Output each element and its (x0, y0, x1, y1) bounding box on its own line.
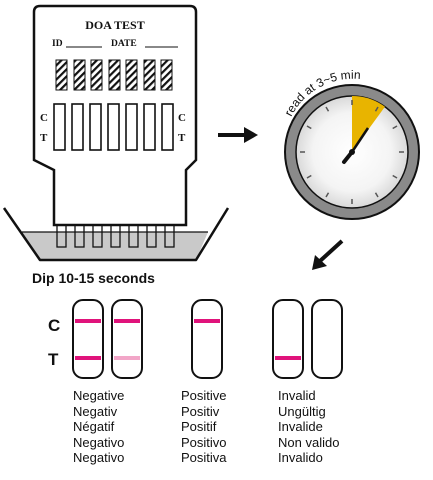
clock-center (349, 149, 355, 155)
result-window (53, 103, 66, 151)
clock-tick (374, 106, 379, 112)
hatched-tab (160, 59, 173, 91)
result-strip-positive (191, 299, 223, 379)
device-c-left: C (40, 112, 48, 124)
dipped-strip (164, 224, 175, 248)
dipped-strips (56, 224, 175, 248)
clock-hand (350, 127, 370, 153)
hatched-tab (143, 59, 156, 91)
dipped-strip (56, 224, 67, 248)
arrow-down-left-icon (312, 239, 344, 270)
test-device: DOA TEST ID DATE (32, 4, 198, 227)
negative-caption: Negative Negativ Négatif Negativo Negati… (73, 388, 124, 466)
dip-liquid (22, 232, 208, 260)
result-window (89, 103, 102, 151)
caption-line: Positif (181, 419, 217, 435)
device-date-label: DATE (111, 39, 137, 49)
result-c-label: C (48, 316, 60, 335)
clock-tick-marks (300, 100, 404, 204)
timer-clock (284, 84, 420, 220)
device-t-left: T (40, 132, 48, 144)
device-title: DOA TEST (85, 18, 144, 32)
dip-instruction: Dip 10-15 seconds (32, 270, 155, 286)
test-band (75, 356, 101, 360)
caption-line: Negativo (73, 450, 125, 466)
caption-line: Non valido (278, 434, 340, 450)
result-strip-negative-2 (111, 299, 143, 379)
dipped-strip (74, 224, 85, 248)
caption-line: Positiv (181, 403, 220, 419)
caption-line: Negativ (73, 403, 118, 419)
control-band (194, 319, 220, 323)
device-c-right: C (178, 112, 186, 124)
caption-line: Positive (181, 388, 227, 403)
control-band (114, 319, 140, 323)
result-strip-invalid-1 (272, 299, 304, 379)
hatched-tab (55, 59, 68, 91)
clock-tick (306, 174, 312, 179)
clock-tick (374, 192, 379, 198)
result-window (125, 103, 138, 151)
test-band (275, 356, 301, 360)
device-t-right: T (178, 132, 186, 144)
hatched-tab (108, 59, 121, 91)
clock-tick (325, 106, 330, 112)
clock-tick (306, 125, 312, 130)
hatched-tab (125, 59, 138, 91)
hatched-tab (90, 59, 103, 91)
caption-line: Positivo (181, 434, 227, 450)
caption-line: Invalido (278, 450, 323, 466)
caption-line: Negative (73, 388, 125, 403)
caption-line: Ungültig (278, 403, 326, 419)
control-band (75, 319, 101, 323)
positive-caption: Positive Positiv Positif Positivo Positi… (181, 388, 227, 466)
device-id-label: ID (52, 39, 63, 49)
caption-line: Positiva (181, 450, 227, 466)
caption-line: Invalid (278, 388, 316, 403)
result-t-label: T (48, 350, 59, 369)
result-window (107, 103, 120, 151)
hatched-tab (73, 59, 86, 91)
caption-line: Négatif (73, 419, 115, 435)
result-window (143, 103, 156, 151)
result-window (161, 103, 174, 151)
clock-tick (392, 174, 398, 179)
dipped-strip (128, 224, 139, 248)
caption-line: Negativo (73, 434, 125, 450)
hatched-tabs (55, 59, 173, 91)
result-window (71, 103, 84, 151)
clock-tick (325, 192, 330, 198)
arrow-right-icon (218, 127, 258, 143)
result-strip-invalid-2 (311, 299, 343, 379)
result-windows (53, 103, 174, 151)
dipped-strip (146, 224, 157, 248)
dipped-strip (92, 224, 103, 248)
invalid-caption: Invalid Ungültig Invalide Non valido Inv… (278, 388, 339, 466)
caption-line: Invalide (278, 419, 323, 435)
dip-cup-outline (2, 207, 230, 262)
dip-cup (2, 207, 230, 262)
result-strip-negative-1 (72, 299, 104, 379)
test-band-faint (114, 356, 140, 360)
dipped-strip (110, 224, 121, 248)
clock-tick (392, 125, 398, 130)
